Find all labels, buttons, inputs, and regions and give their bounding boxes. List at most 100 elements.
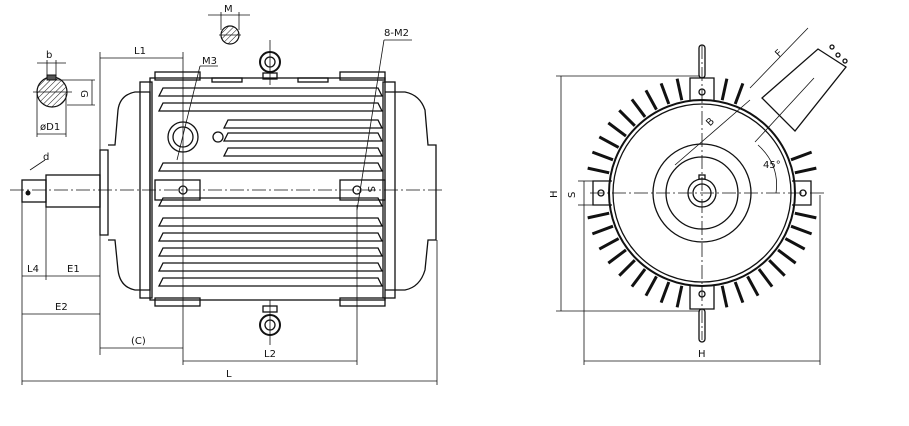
- shaft: [692, 183, 712, 203]
- foot-right: [792, 180, 812, 206]
- rear-endshield: [385, 91, 437, 291]
- cooling-fin: [587, 166, 610, 175]
- cooling-ribs: [157, 87, 384, 287]
- shaft-key-section: [33, 60, 95, 137]
- label-L4: L4: [27, 264, 39, 275]
- frame-inner: [612, 103, 792, 283]
- label-45-degrees: 45°: [763, 160, 781, 171]
- cooling-fin: [630, 98, 647, 118]
- cooling-fin: [777, 248, 797, 265]
- front-endshield: [108, 91, 151, 291]
- label-b: b: [46, 50, 52, 61]
- label-S-end: S: [567, 192, 578, 198]
- cooling-fin: [598, 135, 620, 149]
- dimension-lines: [21, 52, 438, 385]
- cooling-fin: [607, 121, 627, 138]
- cooling-fin: [618, 109, 636, 127]
- cooling-rib: [157, 217, 384, 227]
- grease-hole: [212, 131, 224, 143]
- cooling-rib: [157, 197, 384, 207]
- cooling-rib: [157, 277, 384, 287]
- label-L2: L2: [264, 349, 276, 360]
- cooling-fin: [675, 285, 684, 308]
- foot-right: [339, 179, 386, 201]
- cooling-fin: [794, 211, 817, 220]
- label-M3: M3: [202, 56, 217, 67]
- B-dimension-line: [674, 99, 751, 166]
- label-S-side: S: [365, 186, 376, 192]
- label-H-horizontal: H: [698, 349, 706, 360]
- cooling-fin: [790, 150, 813, 162]
- shaft-boss: [45, 174, 101, 208]
- cooling-fin: [607, 248, 627, 265]
- cooling-fins: [587, 78, 817, 308]
- cooling-fin: [746, 275, 760, 297]
- label-L: L: [226, 369, 232, 380]
- foot-left: [154, 179, 201, 201]
- cooling-fin: [790, 224, 813, 236]
- cooling-fin: [587, 211, 610, 220]
- end-dimension-lines: [556, 75, 821, 365]
- frame-flange-left: [139, 81, 153, 299]
- cooling-fin: [630, 268, 647, 288]
- bottom-pad: [339, 297, 386, 307]
- cooling-fin: [591, 224, 614, 236]
- frame-flange-right: [382, 81, 396, 299]
- label-B: B: [704, 116, 717, 129]
- foot-left: [592, 180, 612, 206]
- cooling-fin: [720, 78, 729, 101]
- cooling-rib: [157, 102, 384, 112]
- endshield-ring: [652, 143, 752, 243]
- cooling-rib: [222, 147, 384, 157]
- mounting-hole: [352, 185, 362, 195]
- top-pad: [339, 71, 386, 81]
- cooling-fin: [794, 166, 817, 175]
- cooling-rib: [157, 87, 384, 97]
- label-H-vertical: H: [549, 190, 560, 198]
- cooling-fin: [598, 237, 620, 251]
- label-C: (C): [131, 336, 146, 347]
- foot-bottom: [689, 286, 715, 343]
- label-D1: øD1: [40, 122, 60, 133]
- foot-top: [689, 44, 715, 100]
- end-view: B F 45° H S H: [549, 27, 848, 365]
- angle-arc: [757, 144, 777, 194]
- cooling-fin: [591, 150, 614, 162]
- cooling-fin: [784, 237, 806, 251]
- bottom-pad: [154, 297, 201, 307]
- label-E1: E1: [67, 264, 80, 275]
- cooling-rib: [222, 132, 384, 142]
- cooling-rib: [222, 119, 384, 129]
- cooling-rib: [157, 247, 384, 257]
- cooling-fin: [733, 82, 745, 105]
- leader-lines: [29, 39, 412, 211]
- key: [698, 174, 706, 180]
- label-G: G: [78, 90, 89, 98]
- frame-outer: [608, 99, 796, 287]
- label-M: M: [224, 4, 233, 15]
- bolt-section: [208, 12, 250, 45]
- cooling-rib: [157, 162, 384, 172]
- shaft-hole: [25, 190, 31, 196]
- cooling-rib: [157, 262, 384, 272]
- bearing-cap: [665, 156, 739, 230]
- cooling-fin: [757, 268, 774, 288]
- flange: [99, 149, 109, 236]
- cooling-fin: [659, 281, 671, 304]
- top-pad: [297, 77, 329, 83]
- cooling-fin: [768, 259, 786, 277]
- cooling-fin: [720, 285, 729, 308]
- label-L1: L1: [134, 46, 146, 57]
- side-view: b G øD1 M M3 8-M2 d S: [10, 4, 445, 385]
- cooling-fin: [659, 82, 671, 105]
- terminal-box: [749, 27, 848, 143]
- top-pad: [211, 77, 243, 83]
- shaft-end: [21, 179, 47, 203]
- label-8-M2: 8-M2: [384, 28, 409, 39]
- cooling-fin: [675, 78, 684, 101]
- cooling-fin: [618, 259, 636, 277]
- cooling-fin: [733, 281, 745, 304]
- top-pad: [154, 71, 201, 81]
- label-E2: E2: [55, 302, 68, 313]
